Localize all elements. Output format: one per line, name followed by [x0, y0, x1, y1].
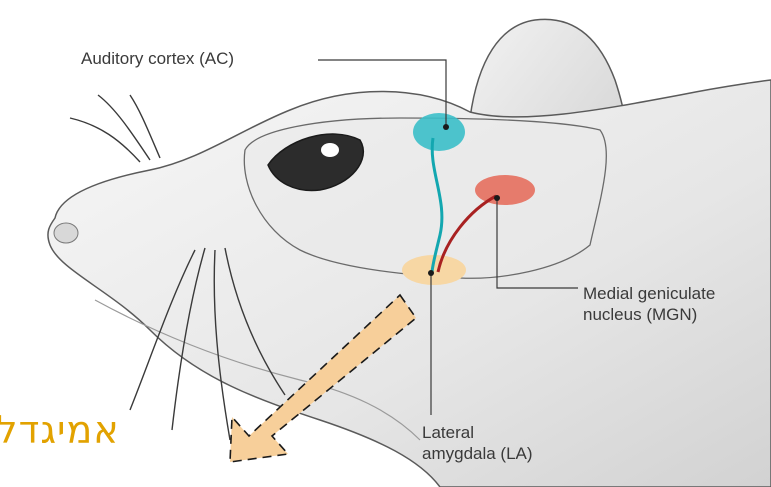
- leader-dot-ac: [443, 124, 449, 130]
- lateral-amygdala-label: Lateral amygdala (LA): [422, 422, 533, 465]
- mgn-label-line1: Medial geniculate: [583, 283, 715, 304]
- mgn-label: Medial geniculate nucleus (MGN): [583, 283, 715, 326]
- leader-dot-la: [428, 270, 434, 276]
- lateral-amygdala-label-line1: Lateral: [422, 422, 533, 443]
- mgn-label-line2: nucleus (MGN): [583, 304, 715, 325]
- eye-highlight: [321, 143, 339, 157]
- auditory-cortex-region: [413, 113, 465, 151]
- leader-dot-mgn: [494, 195, 500, 201]
- nose: [54, 223, 78, 243]
- hebrew-amygdala-label: אמיגדל: [0, 408, 120, 452]
- lateral-amygdala-label-line2: amygdala (LA): [422, 443, 533, 464]
- auditory-cortex-label-text: Auditory cortex (AC): [81, 48, 234, 69]
- mgn-region: [475, 175, 535, 205]
- auditory-cortex-label: Auditory cortex (AC): [81, 48, 234, 69]
